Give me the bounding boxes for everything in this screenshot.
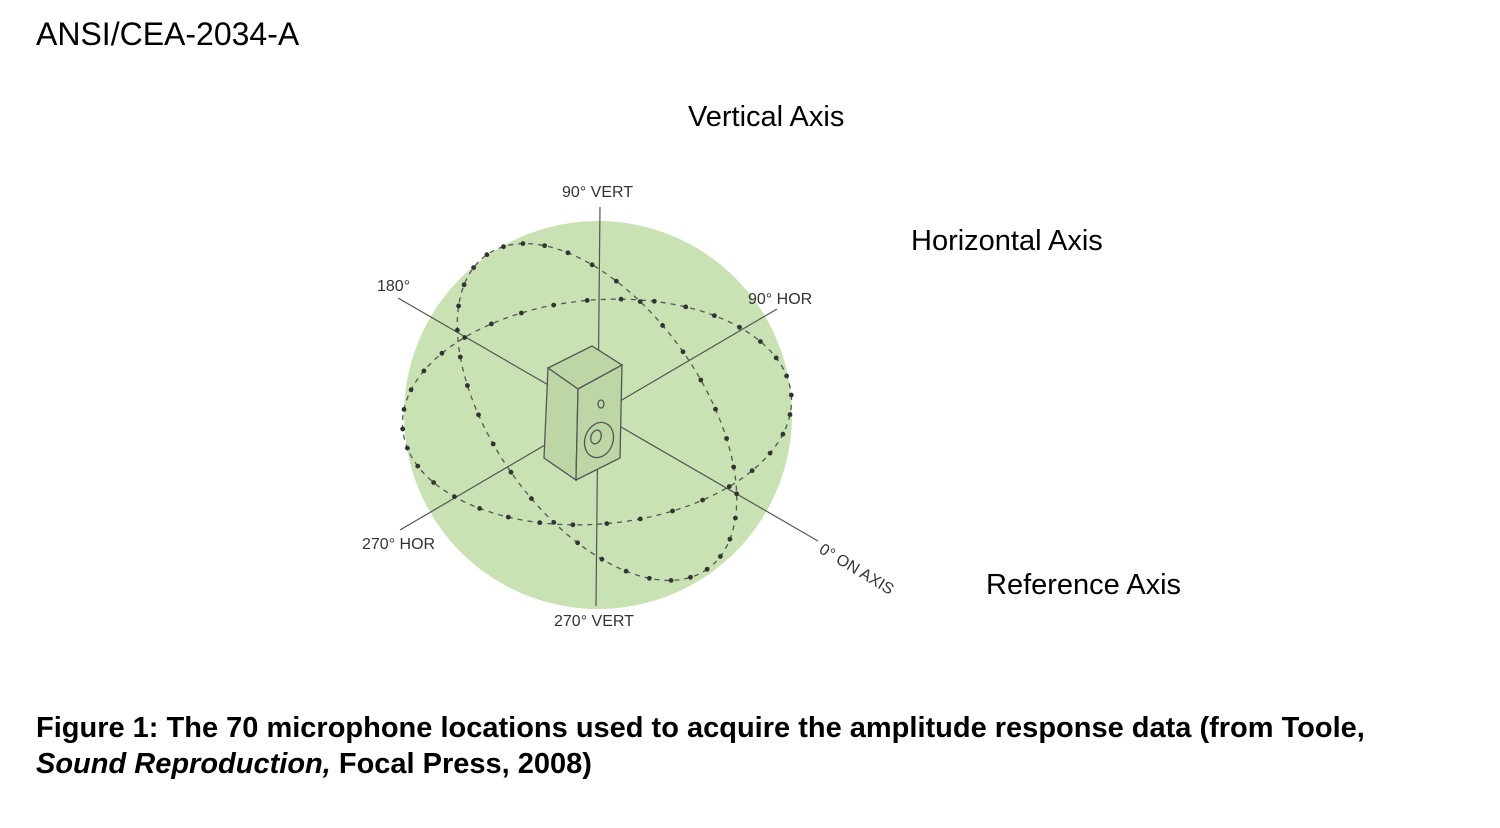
microphone-dot <box>476 412 481 418</box>
label-270-hor: 270° HOR <box>362 536 435 553</box>
microphone-dot <box>637 299 643 304</box>
microphone-dot <box>726 484 732 489</box>
microphone-dot <box>787 412 793 417</box>
microphone-dot <box>758 339 763 344</box>
microphone-dot <box>565 250 571 256</box>
microphone-dot <box>456 303 461 309</box>
microphone-dot <box>668 578 674 583</box>
figure-caption-prefix: Figure 1: The 70 microphone locations us… <box>36 712 1365 744</box>
microphone-dot <box>405 445 410 451</box>
microphone-dot <box>589 262 595 268</box>
microphone-dot <box>570 522 576 528</box>
microphone-dot <box>660 323 665 328</box>
microphone-dot <box>712 313 717 318</box>
microphone-dot <box>401 407 407 412</box>
label-90-hor: 90° HOR <box>748 291 812 308</box>
microphone-dot <box>471 265 476 270</box>
label-0-on-axis: 0° ON AXIS <box>816 541 897 599</box>
microphone-dot <box>780 431 786 437</box>
microphone-dot <box>490 441 496 447</box>
microphone-dot <box>604 521 610 526</box>
microphone-dot <box>455 327 460 333</box>
label-90-vert: 90° VERT <box>562 184 633 201</box>
microphone-dot <box>618 296 624 302</box>
microphone-dot <box>731 464 737 470</box>
microphone-dot <box>637 516 643 522</box>
microphone-dot <box>477 506 482 511</box>
microphone-dot <box>408 387 414 393</box>
microphone-dot <box>462 335 468 340</box>
document-header: ANSI/CEA-2034-A <box>36 16 300 52</box>
microphone-dot <box>788 392 794 398</box>
microphone-dot <box>749 468 755 474</box>
microphone-dot <box>737 324 742 330</box>
microphone-dot <box>551 302 557 308</box>
figure-caption-book-title: Sound Reproduction, <box>36 748 331 780</box>
microphone-dot <box>614 278 619 284</box>
microphone-dot <box>537 520 543 526</box>
horizontal-axis-caption: Horizontal Axis <box>911 225 1103 257</box>
microphone-dot <box>400 426 406 432</box>
microphone-dot <box>700 497 705 503</box>
microphone-dot <box>683 304 689 310</box>
microphone-dot <box>688 574 693 580</box>
label-270-vert: 270° VERT <box>554 613 634 630</box>
microphone-dot <box>519 310 524 316</box>
reference-axis-caption: Reference Axis <box>986 569 1182 601</box>
microphone-dot <box>465 383 470 388</box>
microphone-dot <box>439 350 445 356</box>
microphone-dot <box>484 252 490 258</box>
microphone-dot <box>575 540 580 546</box>
vertical-axis-caption: Vertical Axis <box>688 101 845 133</box>
microphone-dot <box>421 368 427 374</box>
microphone-dot <box>713 406 718 412</box>
microphone-dot <box>431 480 436 485</box>
microphone-dot <box>599 556 605 562</box>
microphone-dot <box>680 349 686 355</box>
loudspeaker-icon <box>543 345 624 482</box>
figure-caption: Figure 1: The 70 microphone locations us… <box>36 710 1456 782</box>
microphone-dot <box>767 450 773 456</box>
microphone-dot <box>734 491 739 497</box>
microphone-dot <box>457 354 463 360</box>
microphone-dot <box>520 241 526 247</box>
microphone-dot <box>489 321 494 327</box>
microphone-dot <box>551 520 557 525</box>
microphone-dot <box>733 515 738 521</box>
microphone-dot <box>542 243 547 249</box>
microphone-dot <box>623 568 629 574</box>
microphone-dot <box>584 298 590 303</box>
microphone-dot <box>704 566 710 572</box>
microphone-dots <box>400 241 794 583</box>
microphone-dot <box>529 496 534 501</box>
microphone-dot <box>505 514 511 520</box>
microphone-dot <box>727 536 733 542</box>
microphone-dot <box>651 298 657 304</box>
microphone-dot <box>670 508 675 514</box>
microphone-dot <box>508 469 514 475</box>
microphone-dot <box>452 494 457 500</box>
microphone-dot <box>461 282 467 288</box>
microphone-dot <box>718 554 723 559</box>
figure-caption-suffix: Focal Press, 2008) <box>330 748 592 780</box>
microphone-dot <box>501 244 506 250</box>
microphone-dot <box>415 463 421 469</box>
microphone-dot <box>698 377 704 383</box>
microphone-dot <box>724 436 729 441</box>
label-180: 180° <box>377 278 410 295</box>
microphone-dot <box>647 575 652 581</box>
microphone-dot <box>773 355 779 361</box>
microphone-dot <box>784 373 789 379</box>
